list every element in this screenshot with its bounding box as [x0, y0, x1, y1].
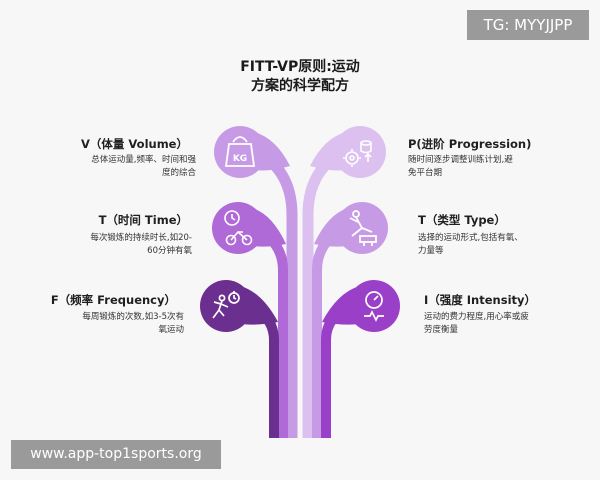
bulb-intensity — [348, 280, 400, 332]
desc-type: 选择的运动形式,包括有氧、 力量等 — [418, 233, 523, 256]
label-type: T（类型 Type） — [418, 213, 506, 227]
bulb-progression — [334, 126, 386, 178]
desc-time: 每次锻炼的持续时长,如20- 60分钟有氧 — [90, 233, 192, 256]
telegram-tag: TG: MYYJJPP — [467, 10, 589, 40]
title-line-2: 方案的科学配方 — [251, 78, 349, 94]
svg-text:KG: KG — [233, 154, 247, 164]
website-watermark: www.app-top1sports.org — [11, 440, 221, 469]
diagram-title: FITT-VP原则:运动 方案的科学配方 — [200, 58, 400, 96]
kettlebell-icon: KG — [224, 136, 256, 167]
title-line-1: FITT-VP原则:运动 — [240, 59, 360, 75]
clock-bike-icon — [224, 210, 253, 246]
desc-intensity: 运动的费力程度,用心率或疲 劳度衡量 — [424, 312, 529, 335]
label-frequency: F（频率 Frequency） — [50, 293, 176, 307]
desc-progression: 随时间逐步调整训练计划,避 免平台期 — [408, 155, 513, 178]
label-time: T（时间 Time） — [98, 213, 188, 227]
desc-frequency: 每周锻炼的次数,如3-5次有 氧运动 — [82, 312, 184, 335]
label-intensity: I（强度 Intensity） — [424, 293, 537, 307]
athlete-type-icon — [349, 210, 377, 246]
label-progression: P(进阶 Progression) — [408, 137, 532, 151]
runner-stopwatch-icon — [212, 291, 240, 319]
label-volume: V（体量 Volume） — [81, 137, 188, 151]
progress-gears-icon — [343, 140, 372, 167]
stem-intensity — [321, 300, 355, 438]
heart-rate-gauge-icon — [364, 291, 384, 322]
desc-volume: 总体运动量,频率、时间和强 度的综合 — [91, 155, 196, 178]
stem-frequency — [245, 300, 279, 438]
